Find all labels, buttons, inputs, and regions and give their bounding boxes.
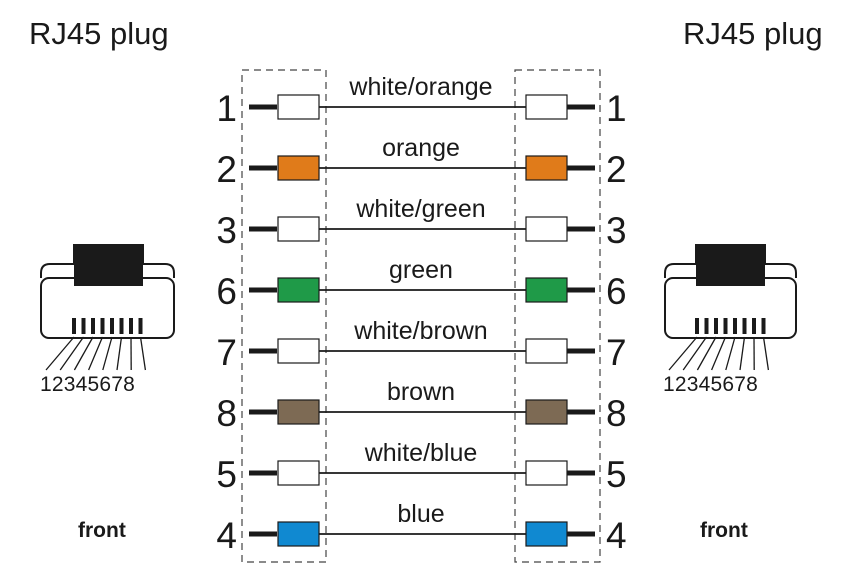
left-rj45-plug-icon (40, 244, 175, 371)
right-pin-stub (567, 104, 595, 110)
wire-label: white/orange (348, 73, 492, 101)
right-plug-caption: front (700, 519, 748, 542)
right-wire-color-block (525, 155, 568, 181)
left-wire-color-block (277, 521, 320, 547)
right-wire-color-block (525, 94, 568, 120)
left-pin-number: 1 (216, 88, 237, 129)
left-pin-stub (249, 226, 277, 232)
right-pin-number: 1 (606, 88, 627, 129)
left-connector-frame (241, 69, 327, 563)
right-pin-number: 7 (606, 332, 627, 373)
left-pin-stub (249, 409, 277, 415)
left-wire-color-block (277, 399, 320, 425)
wire-label: green (389, 256, 453, 284)
right-wire-color-block (525, 216, 568, 242)
left-pin-number: 5 (216, 454, 237, 495)
left-pin-number: 2 (216, 149, 237, 190)
right-pin-stub (567, 409, 595, 415)
wire-label: brown (387, 378, 455, 406)
right-pin-number: 3 (606, 210, 627, 251)
left-wire-color-block (277, 338, 320, 364)
left-pin-stub (249, 104, 277, 110)
left-pin-number: 7 (216, 332, 237, 373)
right-connector-frame (514, 69, 601, 563)
right-wire-color-block (525, 399, 568, 425)
right-plug-title: RJ45 plug (683, 16, 823, 51)
wire-row: green 6 6 (216, 256, 626, 312)
wire-row: white/green 3 3 (216, 195, 626, 251)
wire-row: orange 2 2 (216, 134, 626, 190)
left-pin-stub (249, 531, 277, 537)
left-pin-number: 4 (216, 515, 237, 556)
left-wire-color-block (277, 155, 320, 181)
left-pin-stub (249, 348, 277, 354)
left-wire-color-block (277, 94, 320, 120)
right-wire-color-block (525, 338, 568, 364)
right-plug-pin-numbers: 12345678 (663, 373, 759, 396)
wire-row: white/blue 5 5 (216, 439, 626, 495)
left-plug-caption: front (78, 519, 126, 542)
right-pin-stub (567, 165, 595, 171)
left-wire-color-block (277, 460, 320, 486)
left-pin-stub (249, 470, 277, 476)
right-wire-color-block (525, 460, 568, 486)
wire-label: white/brown (353, 317, 487, 345)
left-wire-color-block (277, 277, 320, 303)
left-pin-number: 6 (216, 271, 237, 312)
wire-row: white/brown 7 7 (216, 317, 626, 373)
wire-row: blue 4 4 (216, 500, 626, 556)
wire-row: white/orange 1 1 (216, 73, 626, 129)
left-pin-stub (249, 287, 277, 293)
left-pin-number: 8 (216, 393, 237, 434)
left-plug-title: RJ45 plug (29, 16, 169, 51)
left-pin-number: 3 (216, 210, 237, 251)
wire-label: blue (397, 500, 444, 528)
wire-row: brown 8 8 (216, 378, 626, 434)
right-pin-stub (567, 470, 595, 476)
wire-label: orange (382, 134, 460, 162)
right-rj45-plug-icon (664, 244, 797, 371)
left-pin-stub (249, 165, 277, 171)
right-pin-stub (567, 348, 595, 354)
left-wire-color-block (277, 216, 320, 242)
right-wire-color-block (525, 521, 568, 547)
left-plug-pin-numbers: 12345678 (40, 373, 136, 396)
right-pin-number: 5 (606, 454, 627, 495)
right-pin-number: 2 (606, 149, 627, 190)
wire-label: white/green (355, 195, 485, 223)
right-pin-stub (567, 226, 595, 232)
right-wire-color-block (525, 277, 568, 303)
right-pin-number: 8 (606, 393, 627, 434)
right-pin-stub (567, 287, 595, 293)
wire-rows: white/orange 1 1 orange 2 2 white/green 3 3 green… (216, 73, 626, 556)
right-pin-number: 6 (606, 271, 627, 312)
wire-label: white/blue (364, 439, 478, 467)
right-pin-stub (567, 531, 595, 537)
right-pin-number: 4 (606, 515, 627, 556)
